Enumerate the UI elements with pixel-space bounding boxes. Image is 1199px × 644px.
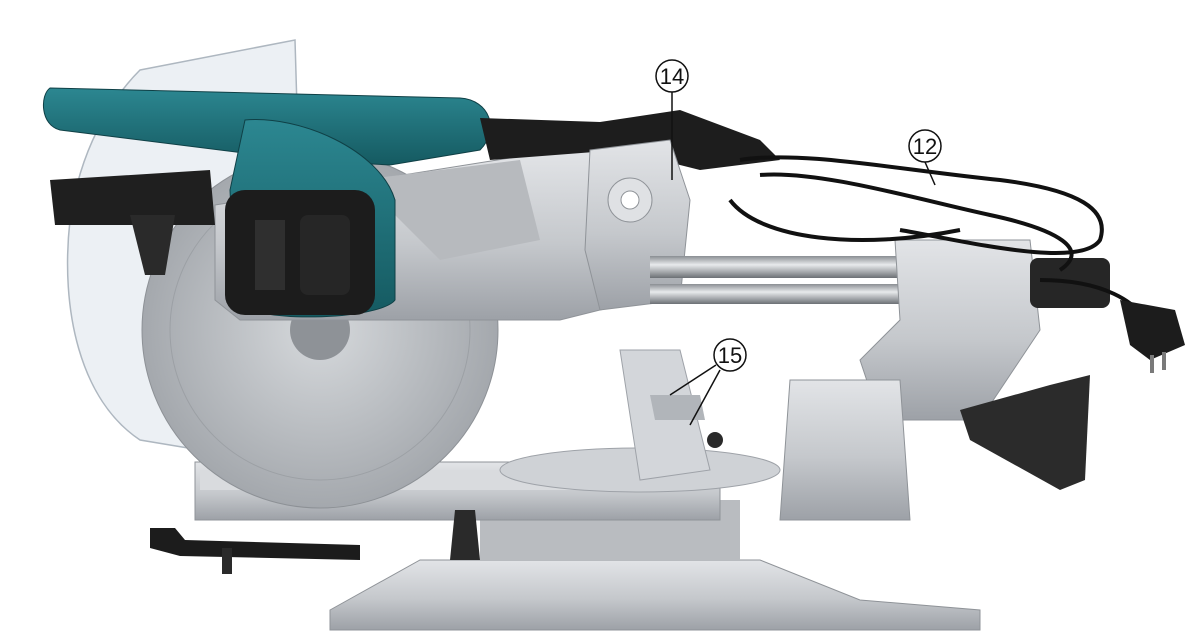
- callout-label: 12: [913, 134, 937, 159]
- carry-handle: [480, 110, 780, 170]
- callout-12: 12: [908, 129, 942, 186]
- callout-14: 14: [655, 59, 689, 180]
- rear-knob: [960, 375, 1090, 490]
- fence: [450, 349, 723, 560]
- motor-housing: [42, 87, 491, 318]
- bevel-lever: [150, 528, 360, 574]
- callout-label: 14: [660, 64, 684, 89]
- callout-label: 15: [718, 343, 742, 368]
- slide-rails: [650, 256, 950, 304]
- callout-15: 15: [669, 338, 747, 426]
- power-plug: [1120, 300, 1185, 373]
- rear-column: [779, 239, 1110, 521]
